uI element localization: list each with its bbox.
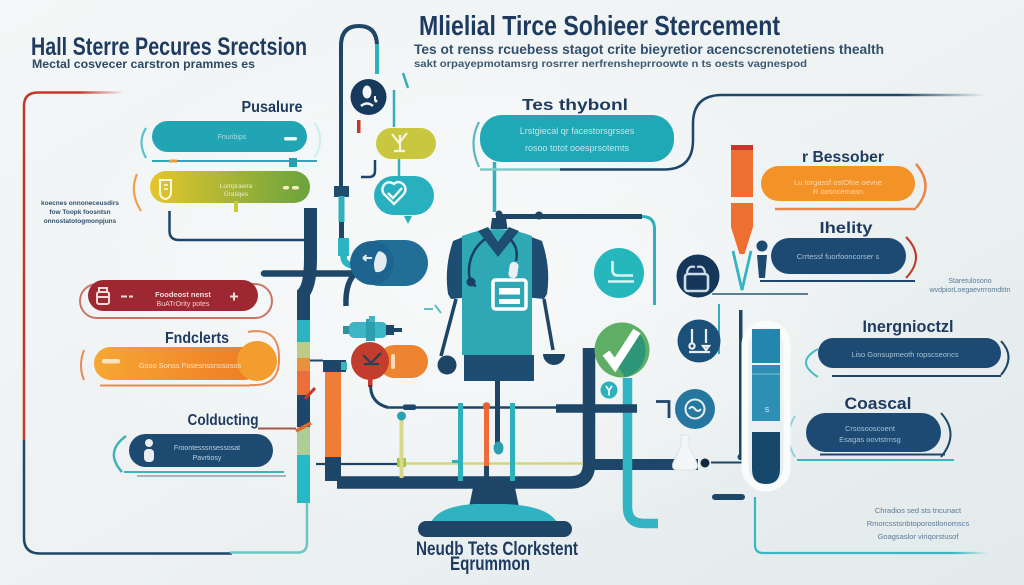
svg-text:Crsosooscoent: Crsosooscoent [845,424,896,433]
svg-text:Lomprawra: Lomprawra [220,183,253,190]
svg-text:Colducting: Colducting [188,412,259,429]
svg-text:Eqrummon: Eqrummon [450,554,530,575]
svg-text:Foodeost nenst: Foodeost nenst [155,290,211,299]
svg-text:Fnuribips: Fnuribips [218,134,247,141]
svg-text:Esagas oovtstrnsg: Esagas oovtstrnsg [839,435,901,444]
svg-text:Gsoo Sonss Fosesnssnssosos: Gsoo Sonss Fosesnssnssosos [139,361,242,370]
svg-text:sakt orpayepmotamsrg rosrrer n: sakt orpayepmotamsrg rosrrer nerfrenshep… [414,58,807,70]
svg-text:koecnes onnoneceusdirs: koecnes onnoneceusdirs [41,200,119,207]
svg-text:Liso Gonsupmeoth ropscseoncs: Liso Gonsupmeoth ropscseoncs [851,350,958,359]
svg-text:Goagsaslor viriqorstusof: Goagsaslor viriqorstusof [878,532,960,541]
svg-text:Fndclerts: Fndclerts [165,330,229,347]
svg-text:wvdpiorLoegaevrrromdtitn: wvdpiorLoegaevrrromdtitn [929,287,1011,294]
svg-text:Staretulosono: Staretulosono [948,278,991,285]
svg-text:Mlielial Tirce Sohieer Stercem: Mlielial Tirce Sohieer Stercement [419,10,780,41]
svg-text:BuATrOrity potes: BuATrOrity potes [157,301,210,308]
svg-text:Inergnioctzl: Inergnioctzl [863,317,954,336]
svg-text:Hall Sterre Pecures Srectsion: Hall Sterre Pecures Srectsion [31,33,307,61]
svg-text:Gratiqes: Gratiqes [224,191,249,198]
svg-text:Coascal: Coascal [845,394,912,413]
svg-text:Lrstgiecal qr facestorsgrsses: Lrstgiecal qr facestorsgrsses [520,126,635,136]
svg-text:R oosncemasn: R oosncemasn [813,187,863,196]
svg-text:Mectal cosvecer carstron pramm: Mectal cosvecer carstron prammes es [32,57,255,71]
svg-text:fow Toopk foosntsn: fow Toopk foosntsn [49,209,110,216]
svg-text:Chradios sed sts tncunact: Chradios sed sts tncunact [875,506,962,515]
svg-text:Rmorcsstsnbtoporostlonomscs: Rmorcsstsnbtoporostlonomscs [867,519,970,528]
svg-text:rosoo totot ooesprsotemts: rosoo totot ooesprsotemts [525,143,630,153]
svg-text:Ihelity: Ihelity [820,220,873,237]
svg-text:Tes thybonl: Tes thybonl [522,97,628,114]
svg-text:Crrtessf fuorfooncorser s: Crrtessf fuorfooncorser s [797,252,880,261]
svg-text:Pusalure: Pusalure [242,99,303,116]
svg-text:Lu torgassf ostOfne oevne: Lu torgassf ostOfne oevne [794,178,882,187]
svg-text:Pavrtiosy: Pavrtiosy [193,455,222,462]
svg-text:r Bessober: r Bessober [802,149,884,166]
svg-text:Neudb Tets Clorkstent: Neudb Tets Clorkstent [416,539,579,560]
svg-text:Froontesssnsessosat: Froontesssnsessosat [174,445,240,452]
svg-text:Tes ot renss rcuebess stagot c: Tes ot renss rcuebess stagot crite bieyr… [414,41,884,57]
svg-text:onnostatotogmonpjuns: onnostatotogmonpjuns [44,218,117,225]
svg-text:s: s [765,404,770,414]
